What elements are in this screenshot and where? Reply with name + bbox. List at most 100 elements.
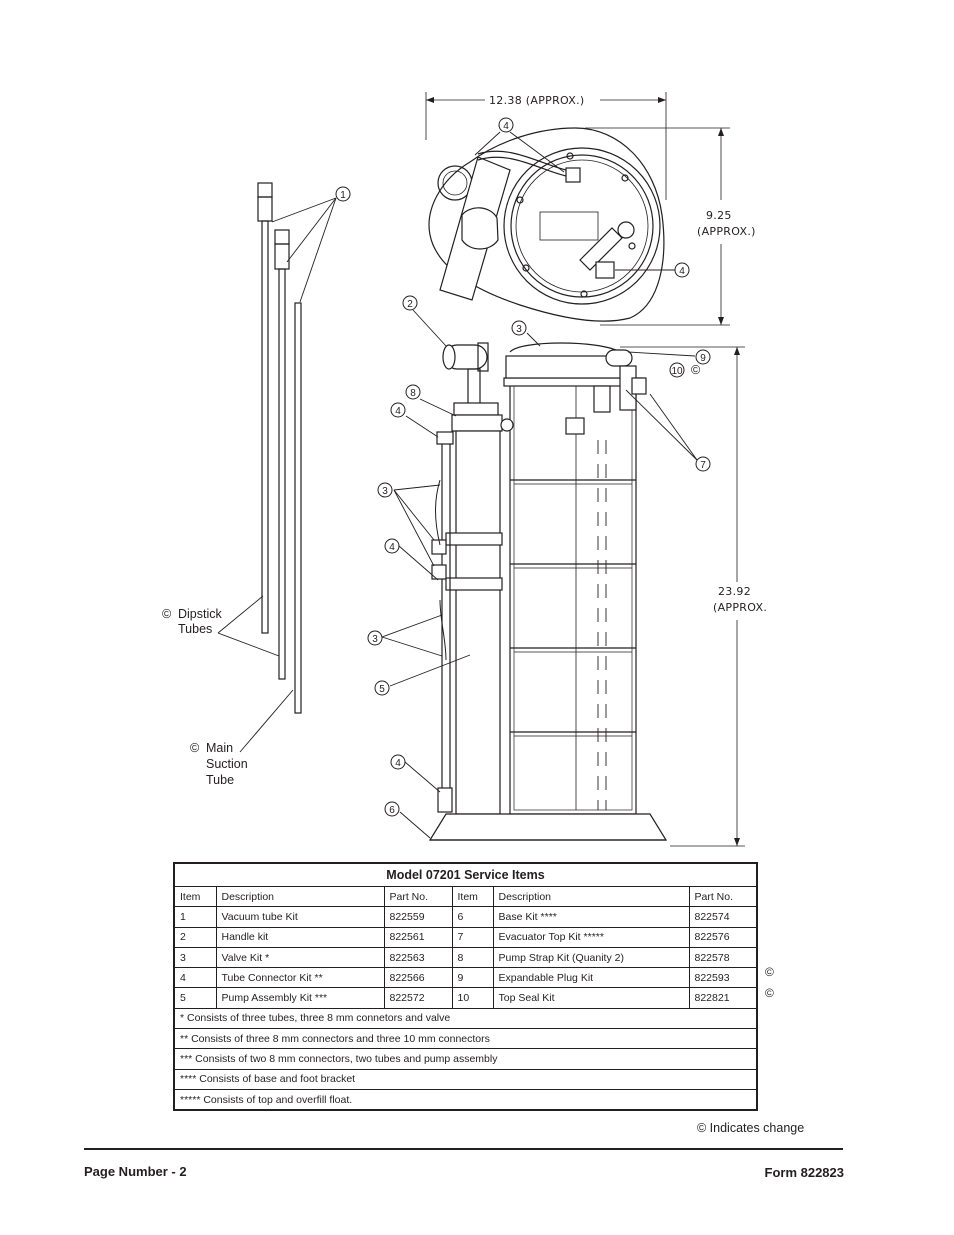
suction-label-line3: Tube xyxy=(206,773,234,787)
form-number: Form 822823 xyxy=(764,1165,845,1180)
column-header: Description xyxy=(215,885,385,908)
table-cell: 7 xyxy=(451,926,494,948)
table-note-row: *** Consists of two 8 mm connectors, two… xyxy=(173,1048,758,1070)
callout-9: 9 xyxy=(695,349,711,365)
svg-text:4: 4 xyxy=(395,758,401,769)
table-cell: Evacuator Top Kit ***** xyxy=(492,926,690,948)
svg-text:4: 4 xyxy=(679,266,685,277)
callout-3: 3 xyxy=(377,482,393,498)
column-header: Item xyxy=(451,885,494,908)
table-cell: 822576 xyxy=(688,926,758,948)
suction-label-line2: Suction xyxy=(206,757,248,771)
table-header-row: Item Description Part No. Item Descripti… xyxy=(173,885,758,908)
table-cell: 6 xyxy=(451,906,494,928)
page-number: Page Number - 2 xyxy=(84,1164,187,1179)
table-cell: Pump Assembly Kit *** xyxy=(215,987,385,1009)
table-title: Model 07201 Service Items xyxy=(173,862,758,887)
table-note: *** Consists of two 8 mm connectors, two… xyxy=(173,1048,758,1070)
change-mark-item-10: © xyxy=(691,363,701,377)
change-mark-row-9: © xyxy=(765,965,774,979)
table-note: ***** Consists of top and overfill float… xyxy=(173,1088,758,1112)
table-cell: 822563 xyxy=(383,946,453,969)
table-cell: Pump Strap Kit (Quanity 2) xyxy=(492,946,690,969)
table-cell: Top Seal Kit xyxy=(492,987,690,1009)
callout-10: 10 xyxy=(669,362,685,378)
svg-text:4: 4 xyxy=(395,406,401,417)
callout-4: 4 xyxy=(498,117,514,133)
table-note-row: **** Consists of base and foot bracket xyxy=(173,1068,758,1090)
table-cell: 822559 xyxy=(383,906,453,928)
table-cell: Expandable Plug Kit xyxy=(492,967,690,989)
table-note-row: ***** Consists of top and overfill float… xyxy=(173,1088,758,1112)
callout-3: 3 xyxy=(511,320,527,336)
table-cell: 5 xyxy=(173,987,217,1009)
table-note-row: ** Consists of three 8 mm connectors and… xyxy=(173,1028,758,1050)
change-legend: © Indicates change xyxy=(697,1121,805,1135)
side-view xyxy=(428,342,745,847)
table-cell: 822821 xyxy=(688,987,758,1009)
svg-text:3: 3 xyxy=(382,486,388,497)
svg-text:3: 3 xyxy=(516,324,522,335)
table-cell: 9 xyxy=(451,967,494,989)
svg-text:8: 8 xyxy=(410,388,416,399)
table-cell: 822574 xyxy=(688,906,758,928)
table-cell: 3 xyxy=(173,946,217,969)
callout-3: 3 xyxy=(367,630,383,646)
svg-text:10: 10 xyxy=(671,366,683,377)
footer-divider xyxy=(84,1148,843,1150)
depth-dimension-value: 9.25 xyxy=(706,209,732,222)
callout-4: 4 xyxy=(384,538,400,554)
table-cell: 1 xyxy=(173,906,217,928)
table-cell: 822561 xyxy=(383,926,453,948)
suction-change-mark: © xyxy=(190,741,200,755)
column-header: Description xyxy=(492,885,690,908)
svg-text:9: 9 xyxy=(700,353,706,364)
table-row: 4 Tube Connector Kit ** 822566 9 Expanda… xyxy=(173,967,758,989)
table-cell: 8 xyxy=(451,946,494,969)
svg-text:6: 6 xyxy=(389,805,395,816)
table-cell: Handle kit xyxy=(215,926,385,948)
table-row: 3 Valve Kit * 822563 8 Pump Strap Kit (Q… xyxy=(173,946,758,969)
svg-text:7: 7 xyxy=(700,460,706,471)
callout-8: 8 xyxy=(405,384,421,400)
table-note-row: * Consists of three tubes, three 8 mm co… xyxy=(173,1007,758,1030)
table-cell: Valve Kit * xyxy=(215,946,385,969)
svg-text:2: 2 xyxy=(407,299,413,310)
top-view xyxy=(425,92,730,326)
svg-text:5: 5 xyxy=(379,684,385,695)
dipstick-tubes xyxy=(257,182,302,714)
table-cell: 822566 xyxy=(383,967,453,989)
callout-4: 4 xyxy=(390,754,406,770)
dipstick-label-line2: Tubes xyxy=(178,622,212,636)
table-row: 5 Pump Assembly Kit *** 822572 10 Top Se… xyxy=(173,987,758,1009)
callout-5: 5 xyxy=(374,680,390,696)
height-dimension-value: 23.92 xyxy=(718,585,751,598)
dipstick-change-mark: © xyxy=(162,607,172,621)
suction-label-line1: Main xyxy=(206,741,233,755)
service-items-table: Model 07201 Service Items Item Descripti… xyxy=(173,862,758,1112)
table-cell: 822572 xyxy=(383,987,453,1009)
table-cell: 10 xyxy=(451,987,494,1009)
exploded-parts-diagram: 12.38 (APPROX.) 9.25 (APPROX.) 23.92 (AP… xyxy=(162,92,767,847)
callout-2: 2 xyxy=(402,295,418,311)
leader-lines xyxy=(217,131,698,839)
svg-text:4: 4 xyxy=(389,542,395,553)
column-header: Part No. xyxy=(688,885,758,908)
change-mark-row-10: © xyxy=(765,986,774,1000)
table-cell: 2 xyxy=(173,926,217,948)
svg-text:3: 3 xyxy=(372,634,378,645)
table-note: **** Consists of base and foot bracket xyxy=(173,1068,758,1090)
table-cell: Base Kit **** xyxy=(492,906,690,928)
table-note: ** Consists of three 8 mm connectors and… xyxy=(173,1028,758,1050)
column-header: Part No. xyxy=(383,885,453,908)
svg-text:4: 4 xyxy=(503,121,509,132)
width-dimension: 12.38 (APPROX.) xyxy=(489,94,585,107)
table-row: 1 Vacuum tube Kit 822559 6 Base Kit ****… xyxy=(173,906,758,928)
callout-1: 1 xyxy=(335,186,351,202)
callout-7: 7 xyxy=(695,456,711,472)
svg-text:1: 1 xyxy=(340,190,346,201)
callout-6: 6 xyxy=(384,801,400,817)
table-cell: 4 xyxy=(173,967,217,989)
table-row: 2 Handle kit 822561 7 Evacuator Top Kit … xyxy=(173,926,758,948)
table-cell: Vacuum tube Kit xyxy=(215,906,385,928)
